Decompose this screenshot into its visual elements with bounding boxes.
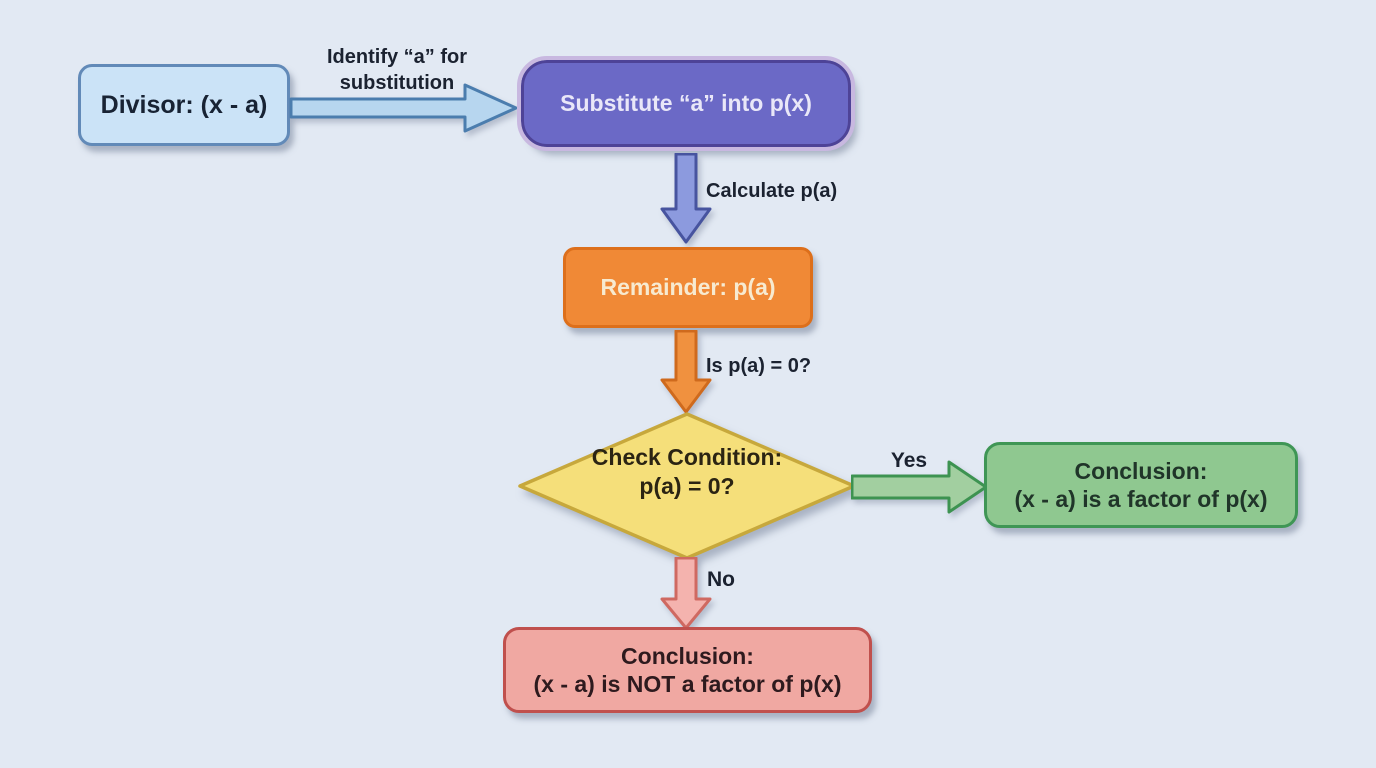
node-remainder-label: Remainder: p(a)	[600, 274, 776, 300]
node-conclusion-yes-line2: (x - a) is a factor of p(x)	[1014, 486, 1268, 512]
node-decision-label: Check Condition: p(a) = 0?	[547, 443, 827, 501]
node-substitute-label: Substitute “a” into p(x)	[560, 90, 812, 116]
arrow-no-icon	[660, 557, 712, 630]
arrow-identify-shape	[289, 83, 518, 133]
node-conclusion-no-line1: Conclusion:	[621, 643, 754, 669]
node-remainder: Remainder: p(a)	[563, 247, 813, 328]
node-divisor: Divisor: (x - a)	[78, 64, 290, 146]
node-substitute: Substitute “a” into p(x)	[517, 56, 855, 151]
node-decision-label-line2: p(a) = 0?	[639, 473, 735, 499]
arrow-identify-label: Identify “a” for substitution	[297, 44, 497, 96]
arrow-calculate-shape	[660, 153, 712, 244]
arrow-calculate-label: Calculate p(a)	[706, 180, 838, 202]
arrow-yes-label: Yes	[890, 449, 928, 472]
arrow-no-shape	[660, 557, 712, 630]
node-conclusion-yes-line1: Conclusion:	[1074, 458, 1208, 484]
node-conclusion-no-line2: (x - a) is NOT a factor of p(x)	[533, 671, 842, 697]
node-decision-label-line1: Check Condition:	[591, 444, 783, 470]
arrow-identify-icon	[289, 83, 518, 133]
arrow-condition-label: Is p(a) = 0?	[706, 355, 812, 377]
node-divisor-label: Divisor: (x - a)	[100, 90, 268, 119]
node-conclusion-no: Conclusion: (x - a) is NOT a factor of p…	[503, 627, 872, 713]
arrow-calculate-icon	[660, 153, 712, 244]
node-conclusion-yes: Conclusion: (x - a) is a factor of p(x)	[984, 442, 1298, 528]
arrow-yes-shape	[851, 460, 988, 514]
arrow-condition-shape	[660, 330, 712, 414]
arrow-no-label: No	[707, 568, 735, 591]
arrow-identify-label-line1: Identify “a” for	[326, 46, 467, 68]
arrow-condition-icon	[660, 330, 712, 414]
arrow-yes-icon	[851, 460, 988, 514]
arrow-identify-label-line2: substitution	[339, 72, 455, 94]
